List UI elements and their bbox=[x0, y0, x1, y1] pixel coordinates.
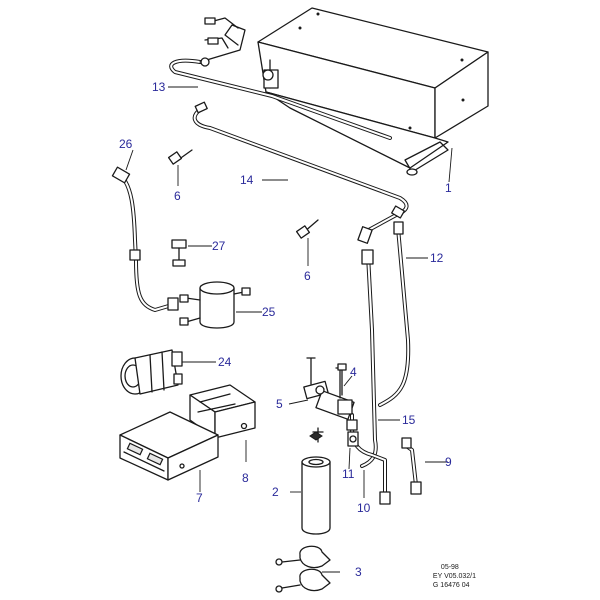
callout-13: 13 bbox=[152, 80, 166, 94]
callout-4: 4 bbox=[350, 365, 357, 379]
part-8-bracket-module bbox=[189, 384, 256, 439]
part-25-canister bbox=[179, 281, 251, 329]
part-2-receiver-drier bbox=[301, 427, 331, 535]
callout-6-lower: 6 bbox=[304, 269, 311, 283]
stamp-ref: EY V05.032/1 bbox=[432, 573, 476, 580]
part-7-control-unit bbox=[119, 411, 219, 481]
callout-25: 25 bbox=[262, 305, 276, 319]
callout-1: 1 bbox=[445, 181, 452, 195]
callout-5: 5 bbox=[276, 397, 283, 411]
callout-27: 27 bbox=[212, 239, 226, 253]
callout-9: 9 bbox=[445, 455, 452, 469]
part-15-pipe bbox=[360, 249, 378, 468]
part-9-pipe bbox=[401, 437, 422, 495]
callout-3: 3 bbox=[355, 565, 362, 579]
callout-24: 24 bbox=[218, 355, 232, 369]
callout-11: 11 bbox=[342, 467, 355, 481]
callout-15: 15 bbox=[402, 413, 416, 427]
drawing-reference-stamp: 05-98 EY V05.032/1 G 16476 04 bbox=[433, 563, 476, 590]
part-3-clamps bbox=[275, 545, 331, 593]
callout-14: 14 bbox=[240, 173, 254, 187]
callout-26: 26 bbox=[119, 137, 133, 151]
part-27-clip bbox=[171, 239, 187, 267]
part-1-evaporator-housing bbox=[257, 7, 489, 176]
callout-10: 10 bbox=[357, 501, 371, 515]
callout-12: 12 bbox=[430, 251, 444, 265]
part-11-fitting bbox=[347, 431, 359, 447]
leader-lines bbox=[125, 86, 453, 573]
callout-8: 8 bbox=[242, 471, 249, 485]
callout-labels: 1 2 3 4 5 6 6 7 8 9 10 11 12 13 14 15 24… bbox=[119, 80, 452, 579]
part-13-harness bbox=[169, 17, 392, 140]
part-24-blower-motor bbox=[120, 349, 183, 395]
part-10-pipe bbox=[346, 413, 391, 505]
part-4-bolt bbox=[337, 363, 347, 396]
stamp-date: 05-98 bbox=[440, 564, 459, 571]
callout-7: 7 bbox=[196, 491, 203, 505]
part-6-screw-b bbox=[295, 219, 319, 239]
part-14-pipe bbox=[192, 101, 409, 244]
part-6-screw-a bbox=[167, 149, 193, 165]
part-5-expansion-valve bbox=[303, 357, 355, 420]
stamp-code: G 16476 04 bbox=[432, 582, 470, 589]
callout-2: 2 bbox=[272, 485, 279, 499]
part-12-pipe bbox=[378, 221, 411, 407]
callout-6-upper: 6 bbox=[174, 189, 181, 203]
part-26-drain-hose bbox=[111, 166, 179, 312]
